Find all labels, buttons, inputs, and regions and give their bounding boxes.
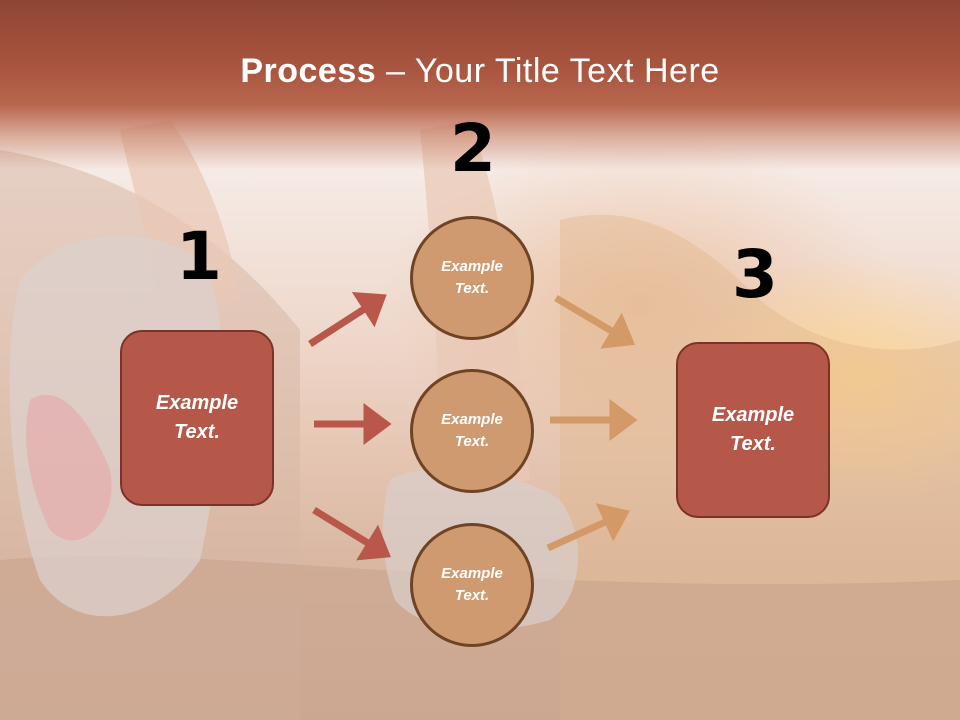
arrow-from-top-circle — [554, 294, 636, 349]
arrow-to-bottom-circle — [312, 507, 391, 561]
title-bold: Process — [240, 52, 377, 90]
circle-middle-label: Example Text. — [441, 410, 503, 451]
title-rest: – Your Title Text Here — [376, 52, 720, 90]
header-band — [0, 0, 960, 170]
slide-title: Process – Your Title Text Here — [0, 52, 960, 91]
step-2-circle-bottom[interactable]: Example Text. — [410, 523, 534, 647]
shoe-accent — [26, 394, 112, 541]
step-1-box[interactable]: Example Text. — [120, 330, 274, 506]
circle-top-label: Example Text. — [441, 257, 503, 298]
arrow-to-top-circle — [308, 292, 387, 347]
step-3-box[interactable]: Example Text. — [676, 342, 830, 518]
step-number-1: 1 — [176, 218, 222, 295]
step-2-circle-middle[interactable]: Example Text. — [410, 369, 534, 493]
arrow-from-bottom-circle — [546, 503, 630, 552]
step-number-3: 3 — [732, 236, 778, 313]
step-3-label: Example Text. — [711, 404, 795, 455]
step-number-2: 2 — [450, 110, 496, 187]
step-2-circle-top[interactable]: Example Text. — [410, 216, 534, 340]
circle-bottom-label: Example Text. — [441, 564, 503, 605]
step-1-label: Example Text. — [155, 392, 239, 443]
